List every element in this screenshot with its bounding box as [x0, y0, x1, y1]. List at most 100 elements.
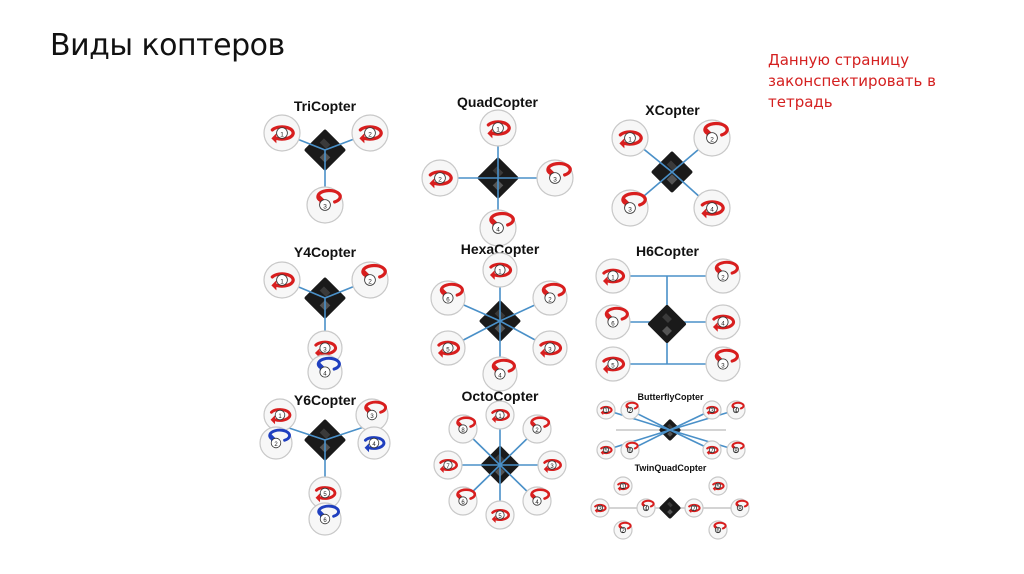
board-chip	[662, 313, 672, 324]
motor-hub	[602, 406, 610, 414]
motor-hub	[736, 504, 744, 512]
motor-hub	[626, 406, 634, 414]
motor-number-label: 5	[446, 346, 450, 353]
diagram-title: TwinQuadCopter	[634, 463, 707, 473]
motor-number-label: 2	[274, 442, 278, 448]
motor-hub	[492, 122, 504, 134]
arrow-head	[600, 410, 604, 416]
motor-hub	[732, 406, 740, 414]
motor-number-label: 5	[498, 514, 502, 520]
arrow-head	[314, 348, 320, 358]
motor-hub	[494, 368, 506, 380]
motor-hub	[624, 202, 636, 214]
motor-hub	[596, 504, 604, 512]
motor-hub	[532, 496, 542, 506]
motor-hub	[706, 132, 718, 144]
arrow-head	[489, 270, 495, 280]
ccw-rotation-arrow	[439, 282, 464, 297]
motor-hub	[495, 510, 505, 520]
instruction-note: Данную страницу законспектировать в тетр…	[768, 50, 988, 113]
motor-number-label: 6	[628, 448, 632, 454]
motor-number-label: 2	[621, 528, 625, 534]
motor-number-label: 2	[548, 296, 552, 303]
ccw-rotation-arrow	[731, 401, 745, 410]
motor-number-label: 3	[553, 177, 557, 184]
motor-number-label: 2	[721, 274, 725, 281]
motor-number-label: 5	[323, 492, 327, 498]
flight-controller-board	[659, 497, 681, 519]
motor-number-label: 2	[535, 428, 539, 434]
motor-number-label: 3	[710, 408, 714, 414]
motor-number-label: 2	[628, 408, 632, 414]
diagram-title: OctoCopter	[461, 388, 539, 404]
motor-hub	[443, 460, 453, 470]
motor-hub	[624, 132, 636, 144]
note-line: Данную страницу	[768, 51, 910, 69]
ccw-rotation-arrow	[546, 161, 572, 177]
cw-rotation-arrow	[363, 436, 386, 450]
cw-rotation-arrow	[602, 268, 626, 284]
board-body	[648, 305, 686, 343]
ccw-rotation-arrow	[625, 441, 639, 450]
motor-hub	[642, 504, 650, 512]
motor-number-label: 5	[604, 448, 608, 454]
arrow-head	[701, 208, 707, 219]
cw-rotation-arrow	[618, 130, 643, 146]
motor-number-label: 2	[368, 279, 372, 286]
ccw-rotation-arrow	[316, 188, 342, 204]
motor-number-label: 6	[716, 528, 720, 534]
motor-hub	[319, 366, 331, 378]
cw-rotation-arrow	[314, 486, 337, 500]
motor-number-label: 3	[550, 464, 554, 470]
motor-hub	[626, 446, 634, 454]
board-chip	[662, 325, 672, 336]
ccw-rotation-arrow	[456, 488, 477, 500]
motor-hub	[706, 202, 718, 214]
motor-hub	[458, 496, 468, 506]
motor-hub	[717, 358, 729, 370]
motor-hub	[714, 482, 722, 490]
note-line: тетрадь	[768, 93, 833, 111]
motor-hub	[544, 292, 556, 304]
cw-rotation-arrow	[700, 200, 725, 216]
cw-rotation-arrow	[428, 170, 453, 186]
motor-number-label: 2	[710, 137, 714, 144]
board-chip	[319, 138, 331, 149]
diagram-title: Y6Copter	[293, 392, 357, 408]
ccw-rotation-arrow	[316, 356, 341, 371]
board-chip	[667, 509, 673, 515]
ccw-rotation-arrow	[714, 260, 739, 275]
arrow-head	[271, 133, 277, 144]
ccw-rotation-arrow	[735, 499, 749, 508]
motor-hub	[492, 222, 504, 234]
arrow-head	[706, 450, 710, 456]
cw-rotation-arrow	[543, 458, 562, 472]
motor-number-label: 4	[721, 320, 725, 327]
motor-number-label: 8	[461, 428, 465, 434]
arrow-head	[543, 465, 548, 474]
arrow-head	[439, 465, 444, 474]
motor-number-label: 2	[438, 177, 442, 184]
motor-hub	[732, 446, 740, 454]
motor-hub	[619, 482, 627, 490]
motor-hub	[319, 513, 331, 525]
cw-rotation-arrow	[602, 356, 626, 372]
motor-hub	[708, 446, 716, 454]
cw-rotation-arrow	[489, 262, 513, 278]
motor-hub	[434, 172, 446, 184]
ccw-rotation-arrow	[621, 191, 647, 207]
ccw-rotation-arrow	[625, 401, 639, 410]
arrow-head	[712, 486, 716, 492]
arrow-head	[688, 508, 692, 514]
cw-rotation-arrow	[314, 340, 338, 356]
motor-hub	[532, 424, 542, 434]
ccw-rotation-arrow	[604, 306, 629, 321]
